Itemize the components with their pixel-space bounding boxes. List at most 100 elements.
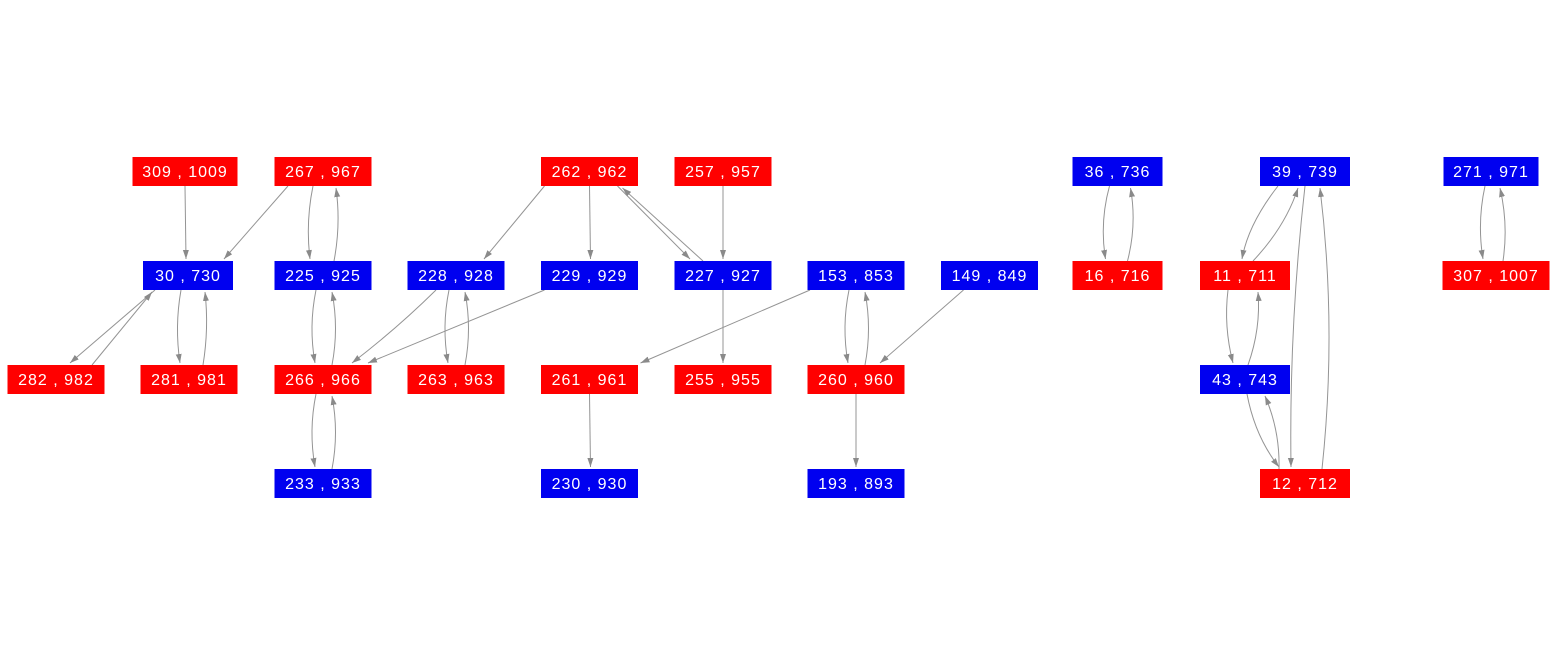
node-box-n282_982 (7, 365, 105, 394)
node-label-n266_966: 266 , 966 (285, 372, 361, 389)
node-box-n39_739 (1260, 157, 1350, 186)
graph-node-n39_739: 39 , 739 (1260, 157, 1350, 186)
edge-n12_712-n43_743 (1264, 395, 1280, 470)
edge-n43_743-n11_711 (1247, 291, 1262, 366)
graph-node-n193_893: 193 , 893 (807, 469, 905, 498)
node-box-n257_957 (674, 157, 772, 186)
edge-n282_982-n30_730 (91, 291, 153, 366)
edge-n16_716-n36_736 (1127, 187, 1136, 262)
node-label-n255_955: 255 , 955 (685, 372, 761, 389)
edge-n153_853-n261_961 (640, 289, 811, 364)
node-box-n263_963 (407, 365, 505, 394)
node-label-n16_716: 16 , 716 (1085, 268, 1151, 285)
node-label-n36_736: 36 , 736 (1085, 164, 1151, 181)
edge-n39_739-n12_712 (1287, 185, 1306, 468)
node-box-n233_933 (274, 469, 372, 498)
graph-node-n36_736: 36 , 736 (1072, 157, 1163, 186)
edge-n11_711-n43_743 (1226, 289, 1234, 364)
node-box-n230_930 (541, 469, 638, 498)
graph-node-n233_933: 233 , 933 (274, 469, 372, 498)
edge-n233_933-n266_966 (330, 395, 337, 470)
node-label-n43_743: 43 , 743 (1212, 372, 1278, 389)
edge-n11_711-n39_739 (1252, 187, 1299, 262)
graph-node-n282_982: 282 , 982 (7, 365, 105, 394)
nodes-layer: 309 , 1009 267 , 967 262 , 962 257 , 957 36 … (7, 157, 1550, 498)
graph-node-n281_981: 281 , 981 (140, 365, 238, 394)
edge-n261_961-n230_930 (587, 393, 594, 468)
node-label-n228_928: 228 , 928 (418, 268, 494, 285)
node-label-n261_961: 261 , 961 (552, 372, 628, 389)
node-box-n307_1007 (1442, 261, 1550, 290)
node-label-n309_1009: 309 , 1009 (142, 164, 228, 181)
edge-n225_925-n267_967 (333, 187, 341, 262)
graph-node-n12_712: 12 , 712 (1260, 469, 1350, 498)
edge-n228_928-n263_963 (443, 289, 450, 364)
edge-n227_927-n262_962 (622, 187, 704, 262)
node-box-n261_961 (541, 365, 638, 394)
graph-node-n30_730: 30 , 730 (143, 261, 233, 290)
node-box-n260_960 (807, 365, 905, 394)
edge-n229_929-n266_966 (367, 289, 545, 364)
graph-node-n229_929: 229 , 929 (541, 261, 638, 290)
graph-node-n255_955: 255 , 955 (674, 365, 772, 394)
graph-node-n16_716: 16 , 716 (1072, 261, 1163, 290)
node-box-n153_853 (807, 261, 905, 290)
node-label-n282_982: 282 , 982 (18, 372, 94, 389)
node-box-n30_730 (143, 261, 233, 290)
edge-n39_739-n11_711 (1240, 185, 1279, 260)
graph-node-n266_966: 266 , 966 (274, 365, 372, 394)
edge-n262_962-n227_927 (617, 185, 691, 260)
edge-n43_743-n12_712 (1246, 393, 1280, 468)
node-box-n227_927 (674, 261, 772, 290)
node-box-n229_929 (541, 261, 638, 290)
graph-node-n257_957: 257 , 957 (674, 157, 772, 186)
graph-node-n43_743: 43 , 743 (1200, 365, 1290, 394)
node-label-n257_957: 257 , 957 (685, 164, 761, 181)
node-box-n36_736 (1072, 157, 1163, 186)
graph-node-n271_971: 271 , 971 (1443, 157, 1539, 186)
node-box-n271_971 (1443, 157, 1539, 186)
graph-node-n261_961: 261 , 961 (541, 365, 638, 394)
node-label-n153_853: 153 , 853 (818, 268, 894, 285)
node-box-n16_716 (1072, 261, 1163, 290)
edge-n262_962-n229_929 (587, 185, 594, 260)
edge-n309_1009-n30_730 (182, 185, 189, 260)
edge-n262_962-n228_928 (483, 185, 545, 260)
edge-n12_712-n39_739 (1318, 187, 1330, 470)
graph-node-n149_849: 149 , 849 (941, 261, 1038, 290)
edge-n30_730-n281_981 (175, 289, 182, 364)
node-label-n12_712: 12 , 712 (1272, 476, 1338, 493)
node-label-n30_730: 30 , 730 (155, 268, 221, 285)
node-box-n281_981 (140, 365, 238, 394)
edge-n266_966-n233_933 (310, 393, 317, 468)
node-box-n262_962 (541, 157, 638, 186)
edge-n36_736-n16_716 (1101, 185, 1110, 260)
node-box-n225_925 (274, 261, 372, 290)
node-label-n281_981: 281 , 981 (151, 372, 227, 389)
edge-n271_971-n307_1007 (1478, 185, 1486, 260)
edge-n267_967-n225_925 (305, 185, 314, 260)
graph-node-n267_967: 267 , 967 (274, 157, 372, 186)
node-box-n309_1009 (132, 157, 238, 186)
node-label-n230_930: 230 , 930 (552, 476, 628, 493)
node-box-n193_893 (807, 469, 905, 498)
edge-n225_925-n266_966 (310, 289, 317, 364)
edge-n30_730-n282_982 (69, 289, 156, 364)
edge-n267_967-n30_730 (223, 185, 289, 260)
graph-node-n230_930: 230 , 930 (541, 469, 638, 498)
edge-n281_981-n30_730 (202, 291, 209, 366)
node-box-n266_966 (274, 365, 372, 394)
graph-node-n262_962: 262 , 962 (541, 157, 638, 186)
graph-node-n228_928: 228 , 928 (407, 261, 505, 290)
node-label-n193_893: 193 , 893 (818, 476, 894, 493)
edge-n263_963-n228_928 (463, 291, 470, 366)
edge-n228_928-n266_966 (351, 289, 437, 364)
node-label-n11_711: 11 , 711 (1213, 268, 1276, 285)
graph-node-n153_853: 153 , 853 (807, 261, 905, 290)
edges-layer (69, 185, 1506, 470)
node-label-n225_925: 225 , 925 (285, 268, 361, 285)
node-box-n43_743 (1200, 365, 1290, 394)
node-box-n149_849 (941, 261, 1038, 290)
node-box-n267_967 (274, 157, 372, 186)
node-label-n233_933: 233 , 933 (285, 476, 361, 493)
